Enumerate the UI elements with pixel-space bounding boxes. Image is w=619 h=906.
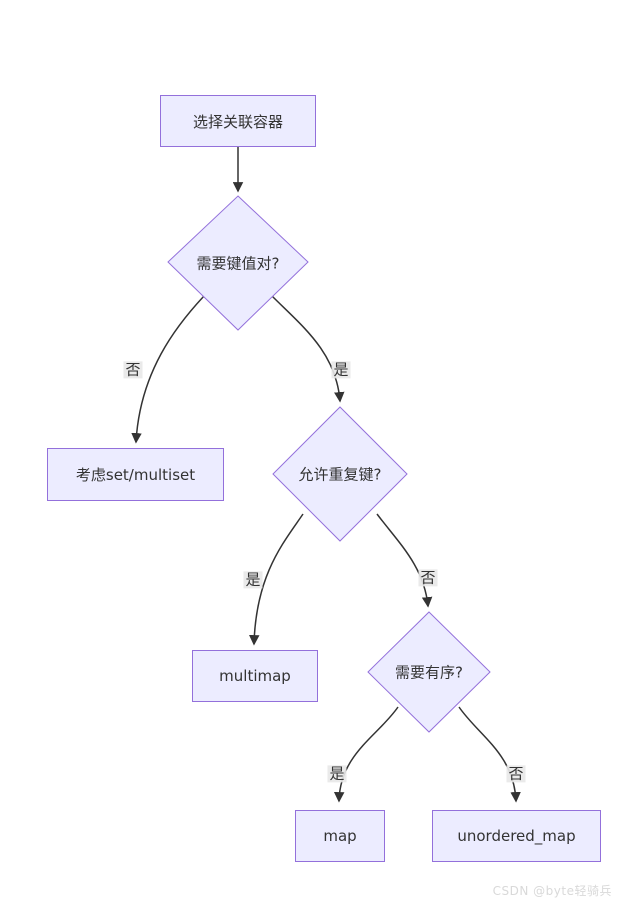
- node-multimap-label: multimap: [219, 667, 291, 685]
- csdn-watermark: CSDN @byte轻骑兵: [492, 884, 612, 898]
- edge-label-ordered-yes: 是: [327, 764, 347, 783]
- decision-duplicate-label: 允许重复键?: [298, 465, 382, 484]
- node-multimap: multimap: [192, 650, 318, 702]
- edge-ordered-no-to-unordered: [458, 706, 521, 803]
- edge-label-keyvalue-no: 否: [123, 360, 143, 379]
- node-map: map: [295, 810, 385, 862]
- edge-label-keyvalue-yes: 是: [331, 360, 351, 379]
- decision-keyvalue-shape: [167, 195, 309, 331]
- edge-duplicate-no-to-ordered: [376, 513, 433, 608]
- node-unordered-map: unordered_map: [432, 810, 601, 862]
- node-unordered-map-label: unordered_map: [457, 827, 576, 845]
- decision-keyvalue-label: 需要键值对?: [196, 254, 280, 273]
- edge-keyvalue-no-to-set: [131, 295, 205, 444]
- edge-ordered-yes-to-map: [333, 706, 399, 803]
- decision-ordered-label: 需要有序?: [395, 663, 463, 682]
- edge-label-ordered-no: 否: [506, 764, 526, 783]
- edge-keyvalue-yes-to-duplicate: [271, 295, 345, 403]
- edge-duplicate-yes-to-multimap: [249, 513, 304, 646]
- decision-ordered-shape: [367, 611, 491, 733]
- node-map-label: map: [323, 827, 357, 845]
- edge-label-duplicate-yes: 是: [243, 570, 263, 589]
- node-set-multiset: 考虑set/multiset: [47, 448, 224, 501]
- decision-duplicate-shape: [272, 406, 408, 542]
- edge-label-duplicate-no: 否: [418, 568, 438, 587]
- node-start: 选择关联容器: [160, 95, 316, 147]
- node-set-multiset-label: 考虑set/multiset: [75, 466, 196, 484]
- node-start-label: 选择关联容器: [192, 112, 283, 131]
